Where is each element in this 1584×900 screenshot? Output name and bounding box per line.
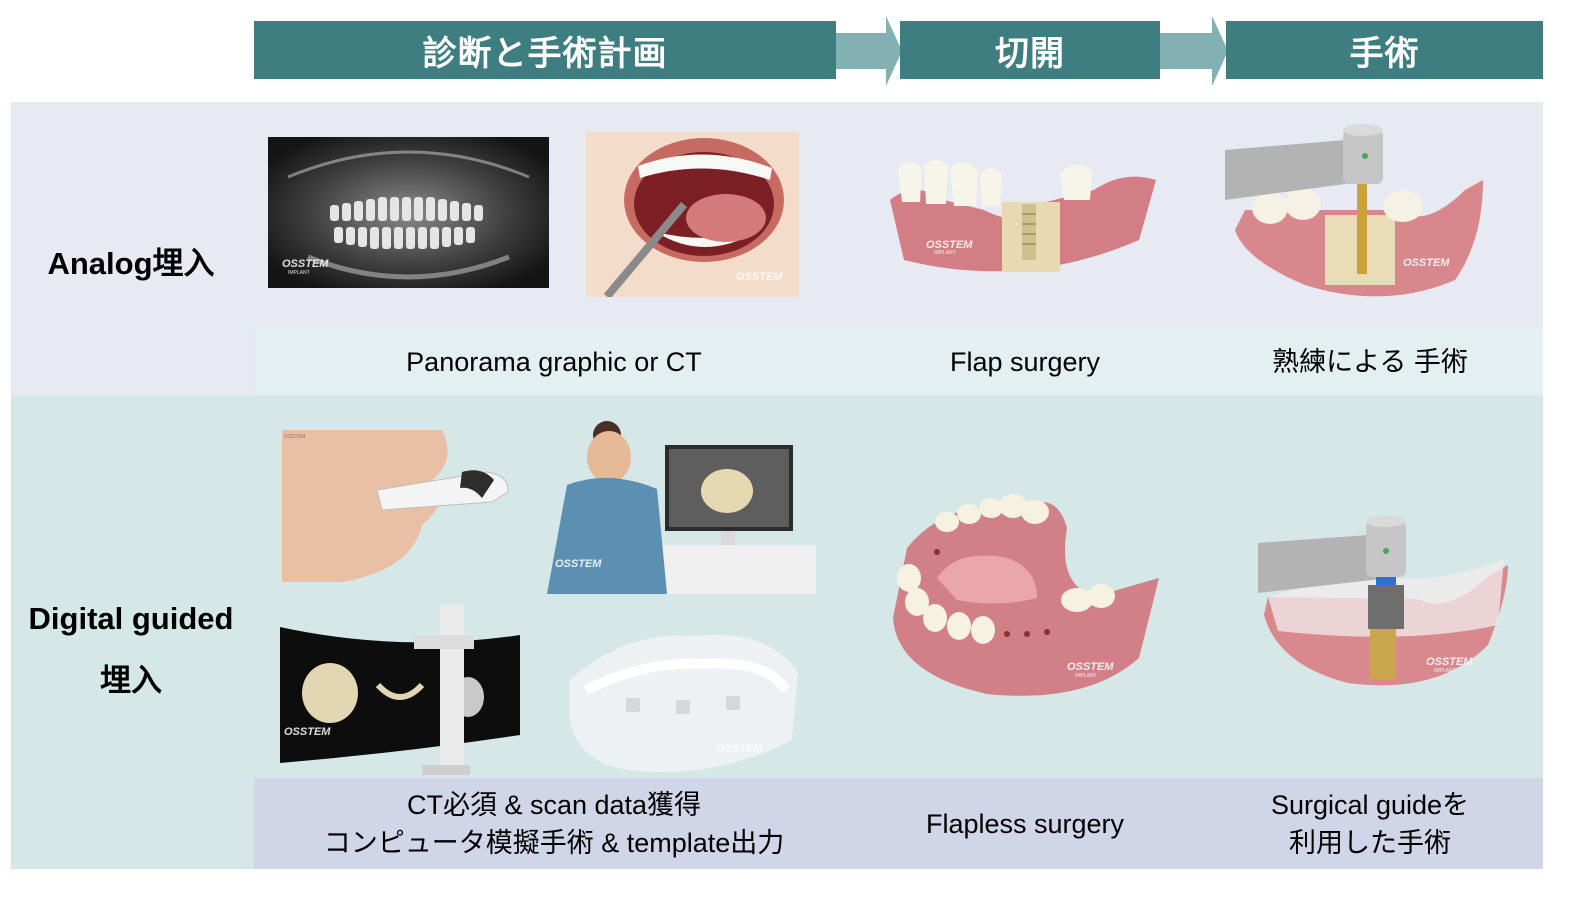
digital-caption-surgery: Surgical guideを 利用した手術 (1210, 784, 1530, 864)
step-arrow-1 (836, 16, 902, 86)
step-incision-label: 切開 (995, 33, 1065, 74)
step-arrow-2 (1160, 16, 1228, 86)
svg-text:OSSTEM: OSSTEM (282, 258, 329, 270)
panoramic-xray-image: OSSTEM IMPLANT (268, 137, 549, 288)
analog-row-label: Analog埋入 (47, 246, 215, 281)
analog-surgery-image: OSSTEM (1225, 124, 1483, 297)
svg-text:OSSTEM: OSSTEM (284, 726, 331, 738)
analog-caption-strip (254, 328, 1543, 395)
analog-caption-incision: Flap surgery (949, 346, 1101, 377)
svg-text:IMPLANT: IMPLANT (1075, 673, 1097, 679)
digital-caption-diagnosis: CT必須 & scan data獲得 コンピュータ模擬手術 & template… (254, 784, 854, 864)
svg-text:OSSTEM: OSSTEM (555, 558, 602, 570)
digital-row-label-line2: 埋入 (100, 663, 162, 698)
analog-caption-surgery: 熟練による 手術 (1272, 346, 1468, 377)
digital-caption-strip (254, 778, 1543, 869)
step-surgery-label: 手術 (1349, 33, 1420, 74)
guided-surgery-image: OSSTEM IMPLANT (1258, 515, 1508, 686)
ct-scanner-image: OSSTEM (280, 605, 522, 775)
step-diagnosis-planning: 診断と手術計画 (254, 21, 836, 79)
svg-text:OSSTEM: OSSTEM (736, 271, 783, 283)
digital-caption-surgery-line2: 利用した手術 (1289, 828, 1451, 858)
svg-text:OSSTEM: OSSTEM (284, 434, 305, 440)
step-diagnosis-label: 診断と手術計画 (422, 33, 668, 74)
svg-text:IMPLANT: IMPLANT (288, 270, 310, 276)
digital-caption-diagnosis-line1: CT必須 & scan data獲得 (406, 790, 702, 820)
svg-text:OSSTEM: OSSTEM (716, 743, 763, 755)
svg-text:IMPLANT: IMPLANT (934, 250, 956, 256)
intraoral-scanner-image: OSSTEM (282, 430, 510, 582)
digital-caption-surgery-line1: Surgical guideを (1270, 790, 1470, 820)
svg-text:OSSTEM: OSSTEM (1426, 656, 1473, 668)
flapless-surgery-image: OSSTEM IMPLANT (893, 494, 1159, 696)
digital-caption-diagnosis-line2: コンピュータ模擬手術 & template出力 (323, 828, 785, 858)
svg-text:OSSTEM: OSSTEM (1403, 257, 1450, 269)
digital-caption-incision: Flapless surgery (925, 809, 1125, 839)
flap-surgery-image: OSSTEM IMPLANT (890, 160, 1156, 272)
surgical-template-image: OSSTEM (570, 634, 798, 772)
svg-text:OSSTEM: OSSTEM (1067, 661, 1114, 673)
step-incision: 切開 (900, 21, 1160, 79)
oral-exam-image: OSSTEM (586, 132, 799, 297)
digital-row-label-line1: Digital guided (28, 601, 234, 636)
digital-row-label: Digital guided 埋入 (11, 588, 251, 712)
svg-text:OSSTEM: OSSTEM (926, 239, 973, 251)
computer-planning-image: OSSTEM (547, 413, 816, 594)
analog-caption-diagnosis: Panorama graphic or CT (406, 346, 702, 377)
svg-text:IMPLANT: IMPLANT (1434, 668, 1456, 674)
step-surgery: 手術 (1226, 21, 1543, 79)
